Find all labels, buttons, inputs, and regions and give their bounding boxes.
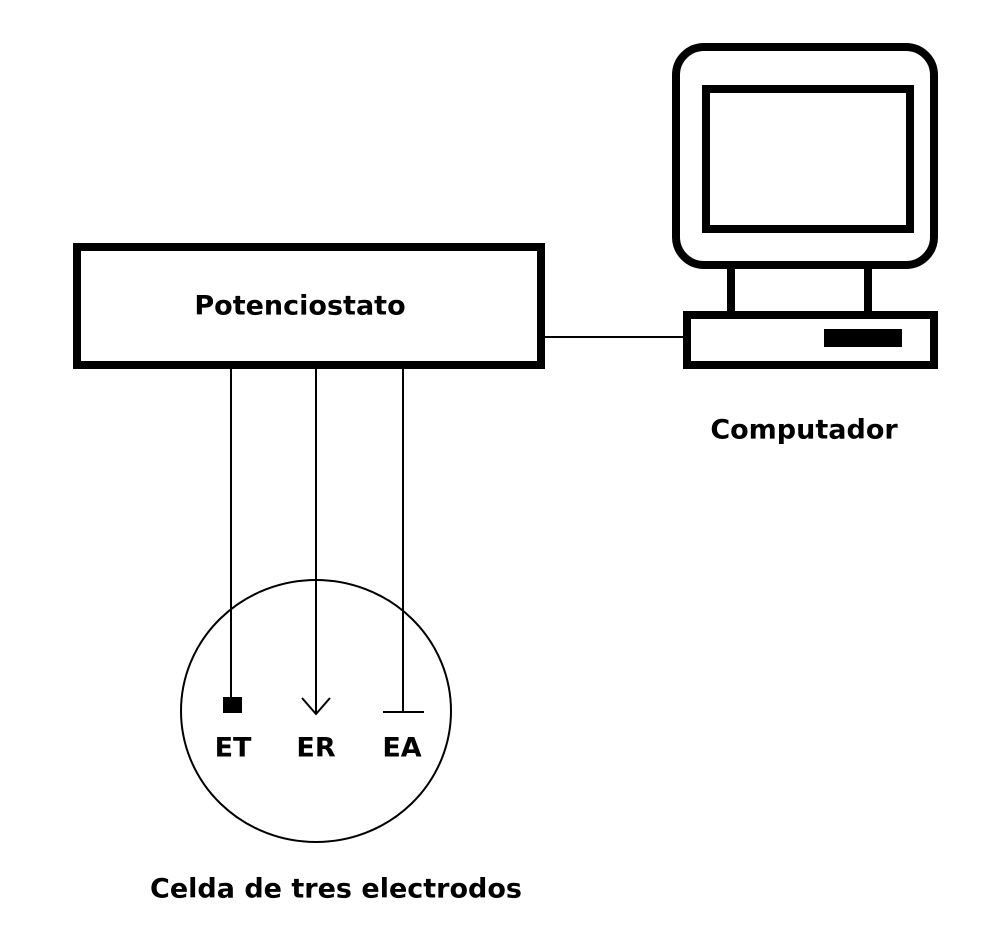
working-electrode-square <box>223 697 242 713</box>
reference-electrode-arrow <box>301 697 331 716</box>
electrode-label-ea: EA <box>382 732 422 764</box>
potentiostat-box <box>73 243 545 369</box>
electrode-label-er: ER <box>296 732 336 764</box>
cell-label: Celda de tres electrodos <box>150 873 522 905</box>
electrode-label-et: ET <box>214 732 252 764</box>
cell-circle <box>180 579 452 843</box>
computer-icon <box>672 43 938 369</box>
potentiostat-label: Potenciostato <box>194 290 406 322</box>
computer-label: Computador <box>710 414 898 446</box>
